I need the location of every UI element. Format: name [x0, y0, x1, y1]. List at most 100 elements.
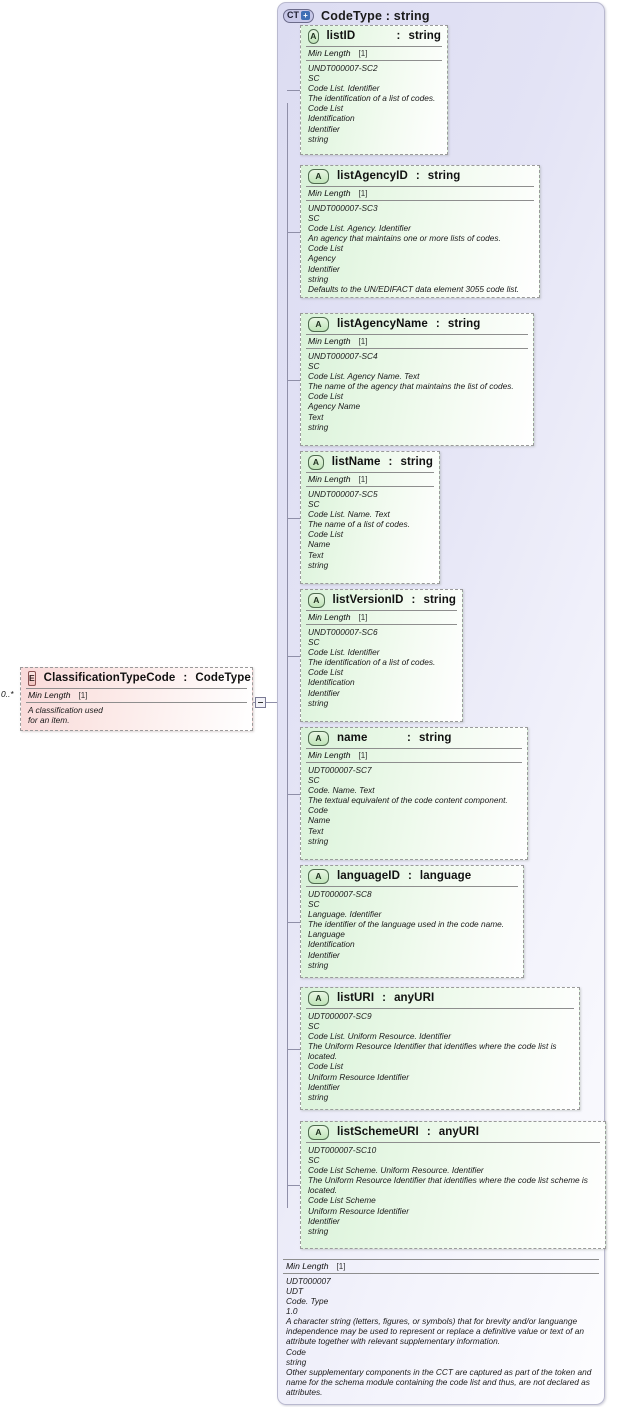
attribute-divider-bottom — [306, 486, 434, 487]
attribute-facet-value: [1] — [358, 189, 368, 198]
complextype-documentation: UDT000007 UDT Code. Type 1.0 A character… — [283, 1274, 599, 1399]
tree-connector-stub — [287, 518, 300, 519]
attribute-doc-line: Identifier — [308, 263, 340, 274]
element-documentation: A classification used for an item. — [21, 703, 252, 729]
attribute-doc-line: SC — [308, 499, 320, 510]
complextype-facet-minlength: Min Length [1] — [283, 1260, 599, 1273]
connector-line-element — [253, 702, 256, 703]
attribute-doc-line: Language — [308, 929, 345, 940]
attribute-doc-line: Code List — [308, 1061, 344, 1072]
attribute-separator: : — [415, 170, 420, 182]
attribute-doc-line: The name of a list of codes. — [308, 519, 410, 530]
complextype-doc-line: UDT000007 — [286, 1275, 331, 1286]
tree-connector-stub — [287, 922, 300, 923]
attribute-name: listURI — [337, 992, 375, 1004]
attribute-doc-line: Code List Scheme — [308, 1195, 376, 1206]
attribute-doc-line: UNDT000007-SC4 — [308, 351, 378, 361]
attribute-doc-line: Text — [308, 549, 324, 560]
complextype-badge-icon: CT+ — [283, 9, 314, 23]
expand-plus-icon[interactable]: + — [301, 11, 310, 20]
attribute-name: listSchemeURI — [337, 1126, 419, 1138]
attribute-divider-top — [306, 1142, 600, 1143]
footer-divider-top — [283, 1258, 599, 1260]
attribute-name: listName — [331, 456, 381, 468]
attribute-divider-top — [306, 886, 518, 887]
tree-connector-stub — [287, 1185, 300, 1186]
expand-collapse-toggle[interactable] — [255, 697, 266, 708]
element-divider-top — [26, 688, 247, 689]
complextype-badge-label: CT — [287, 10, 299, 20]
attribute-facet-minlength: Min Length[1] — [301, 187, 539, 200]
attribute-doc-line: string — [308, 959, 329, 970]
attribute-doc-line: Identification — [308, 113, 355, 124]
element-occurrence: 0..* — [1, 689, 14, 699]
attribute-doc-line: string — [308, 133, 329, 144]
tree-connector-stub — [287, 1049, 300, 1050]
attribute-facet-minlength: Min Length[1] — [301, 473, 439, 486]
attribute-name: languageID — [337, 870, 400, 882]
attribute-type: string — [400, 456, 433, 468]
attribute-doc-line: UDT000007-SC9 — [308, 1011, 372, 1021]
attribute-doc-line: Code List. Agency Name. Text — [308, 371, 420, 382]
connector-line-container — [266, 702, 278, 703]
attribute-doc-line: Code List — [308, 391, 344, 402]
attribute-doc-line: The name of the agency that maintains th… — [308, 381, 514, 392]
attribute-doc-line: UNDT000007-SC3 — [308, 203, 378, 213]
attribute-doc-line: Code List. Uniform Resource. Identifier — [308, 1031, 451, 1042]
attribute-facet-label: Min Length — [308, 48, 351, 58]
attribute-doc-line: Identifier — [308, 1215, 340, 1226]
element-doc-line: A classification used — [28, 705, 103, 715]
attribute-type: anyURI — [394, 992, 435, 1004]
attribute-doc-line: UNDT000007-SC5 — [308, 489, 378, 499]
attribute-type: string — [408, 30, 441, 42]
element-type: CodeType — [195, 672, 251, 684]
tree-connector-stub — [287, 380, 300, 381]
attribute-doc-line: UDT000007-SC10 — [308, 1145, 377, 1155]
attribute-doc-line: Agency — [308, 253, 336, 264]
attribute-doc-line: Name — [308, 539, 331, 550]
attribute-separator: : — [435, 318, 440, 330]
attribute-doc-line: Agency Name — [308, 401, 361, 412]
attribute-type: language — [419, 870, 472, 882]
attribute-divider-top — [306, 1008, 574, 1009]
attribute-type: string — [418, 732, 452, 744]
attribute-doc-line: Uniform Resource Identifier — [308, 1071, 409, 1082]
attribute-divider-top — [306, 46, 442, 47]
attribute-doc-line: UNDT000007-SC6 — [308, 627, 378, 637]
attribute-separator: : — [407, 732, 411, 744]
attribute-doc-line: The identifier of the language used in t… — [308, 919, 505, 930]
attribute-doc-line: The identification of a list of codes. — [308, 657, 436, 668]
element-facet-label: Min Length — [28, 690, 71, 700]
attribute-badge-icon: A — [308, 316, 329, 332]
attribute-facet-value: [1] — [358, 337, 368, 346]
attribute-doc-line: Uniform Resource Identifier — [308, 1205, 409, 1216]
element-divider-bottom — [26, 702, 247, 703]
complextype-doc-line: Other supplementary components in the CC… — [286, 1366, 592, 1397]
attribute-facet-label: Min Length — [308, 336, 351, 346]
attribute-type: anyURI — [438, 1126, 479, 1138]
complextype-doc-line: A character string (letters, figures, or… — [286, 1316, 584, 1347]
attribute-doc-line: Text — [308, 411, 324, 422]
tree-connector-stub — [287, 794, 300, 795]
element-box-classificationtypecode[interactable]: E ClassificationTypeCode : CodeType Min … — [20, 667, 253, 731]
attribute-doc-line: UDT000007-SC7 — [308, 765, 372, 775]
attribute-type: string — [423, 594, 456, 606]
attribute-doc-line: SC — [308, 775, 320, 786]
attribute-facet-label: Min Length — [308, 612, 351, 622]
